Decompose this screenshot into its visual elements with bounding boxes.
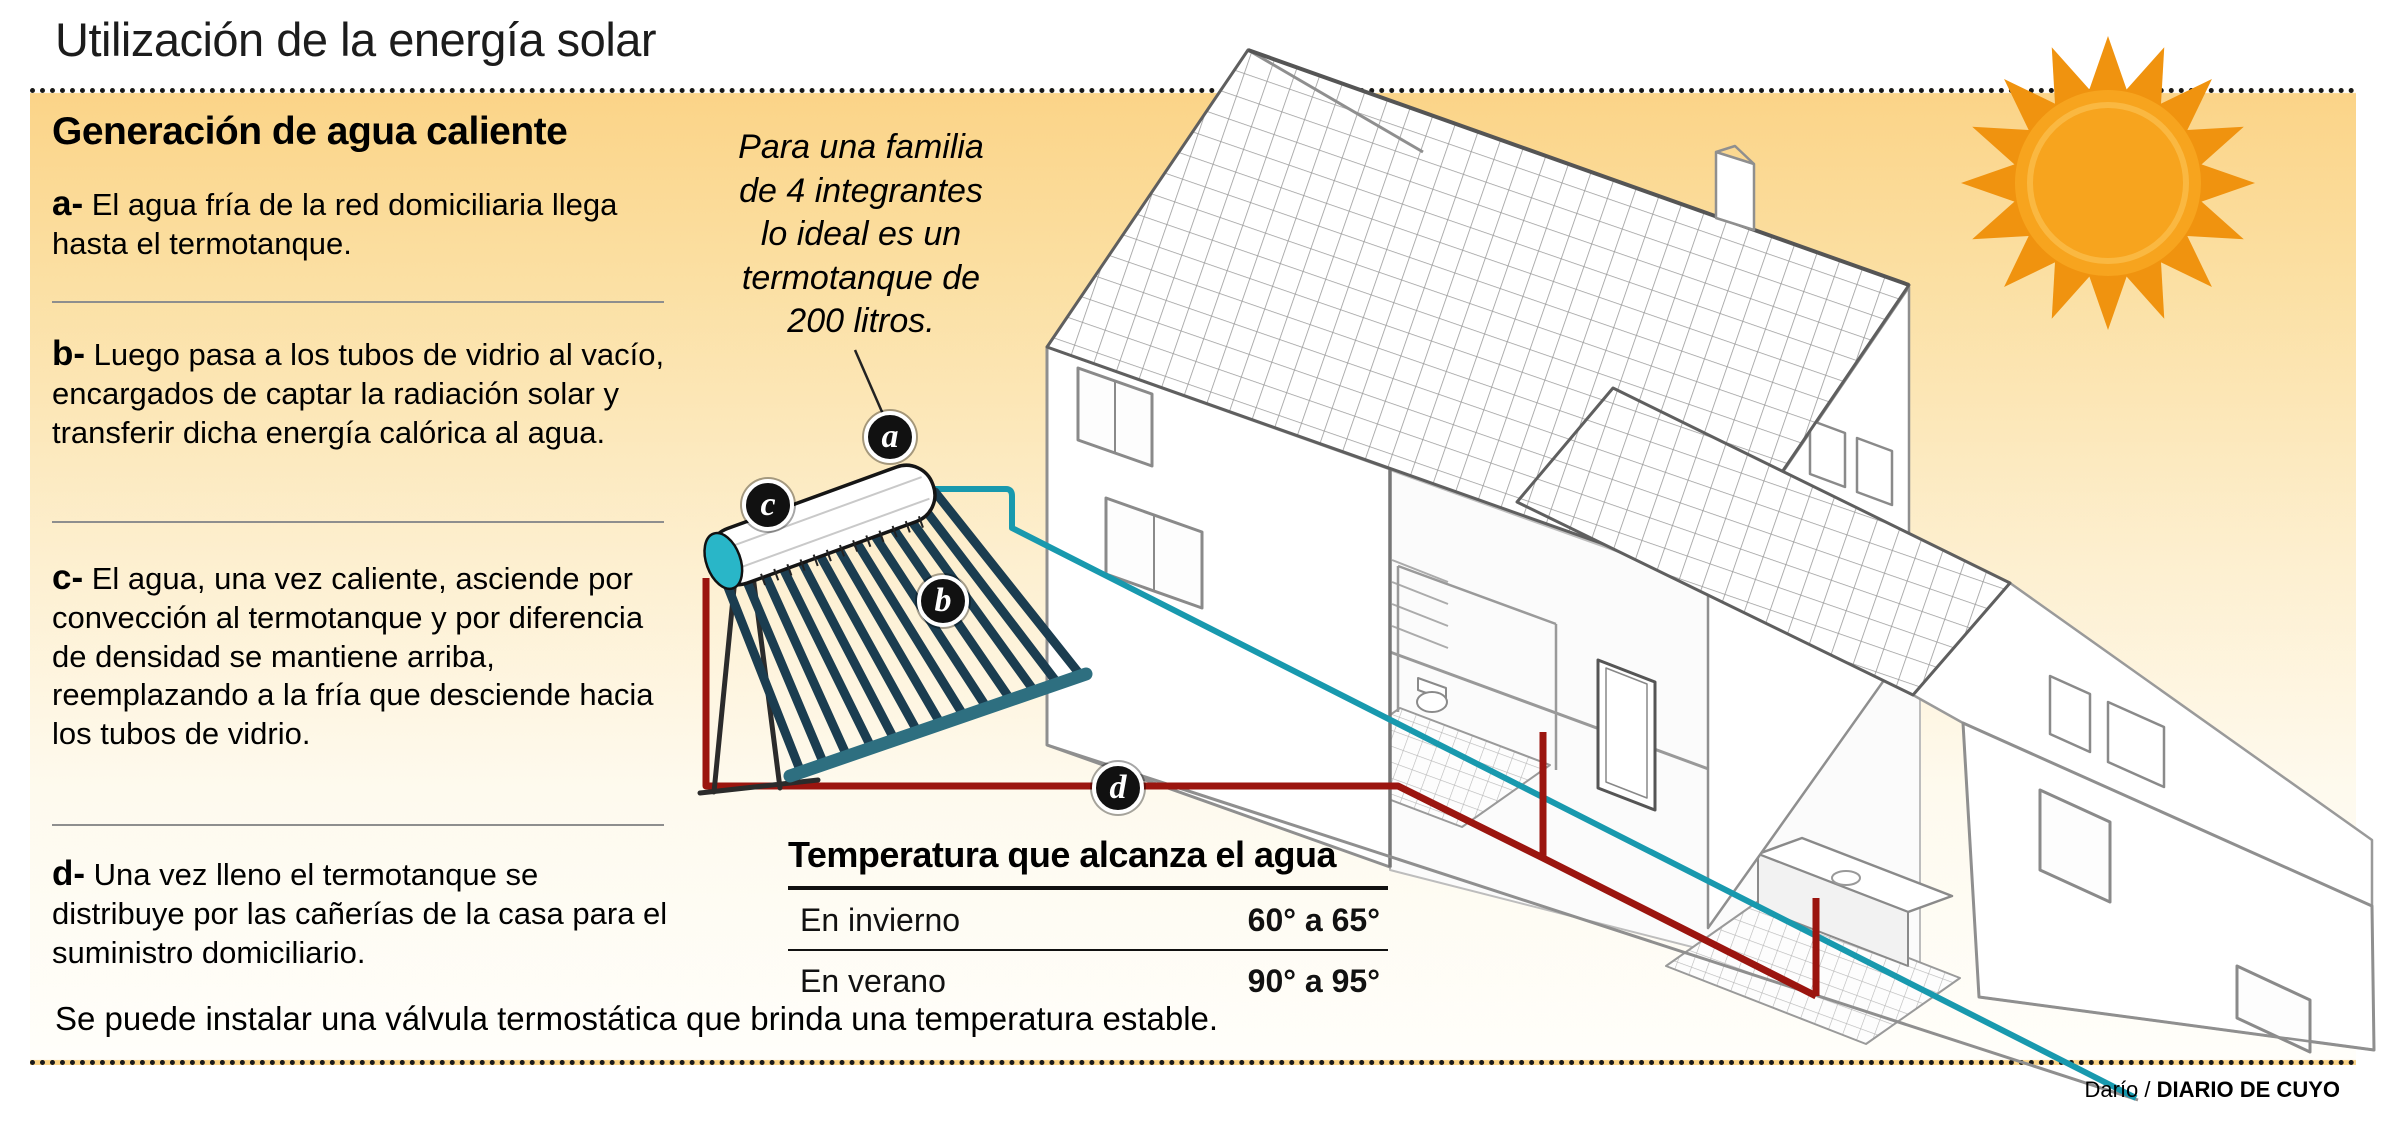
stairs-icon [1391,559,1449,649]
info-item-a: a- El agua fría de la red domiciliaria l… [52,182,672,264]
capacity-note-line: lo ideal es un [760,215,962,254]
row-label: En verano [800,963,946,999]
cold-water-pipe [932,486,2138,1101]
footnote: Se puede instalar una válvula termostáti… [55,1000,1219,1037]
house-base-edge [1046,743,2139,1102]
capacity-note-line: Para una familia [738,128,984,166]
item-letter: d- [52,854,86,893]
capacity-note-line: de 4 integrantes [739,171,983,210]
step-badge-d: d [1092,762,1144,814]
row-value: 60° a 65° [1247,902,1380,938]
divider [52,301,664,303]
window [2106,700,2166,789]
storage-tank [703,463,937,591]
info-item-d: d- Una vez lleno el termotanque se distr… [52,852,672,972]
item-text: El agua, una vez caliente, asciende por … [52,561,654,751]
credit-author: Darío / [2084,1077,2157,1102]
collector-rail [783,667,1093,783]
item-text: Luego pasa a los tubos de vidrio al vací… [52,337,665,450]
credit-source: DIARIO DE CUYO [2156,1077,2340,1102]
credit: Darío / DIARIO DE CUYO [2085,1077,2341,1103]
window [2235,964,2312,1054]
door-icon [1596,658,1657,812]
step-badge-a: a [864,411,916,463]
info-item-c: c- El agua, una vez caliente, asciende p… [52,556,672,753]
step-badge-b: b [917,575,969,627]
table-row: En verano 90° a 95° [788,949,1388,1010]
temperature-table: Temperatura que alcanza el agua En invie… [788,834,1388,1010]
page-title: Utilización de la energía solar [55,13,657,66]
item-text: El agua fría de la red domiciliaria lleg… [52,187,618,262]
house-illustration [1045,48,2376,1102]
window [2038,788,2112,904]
tank-cap [703,531,744,591]
step-badge-c: c [742,479,794,531]
table-title: Temperatura que alcanza el agua [788,834,1388,890]
divider [52,521,664,523]
roof-ridge [1247,48,1910,287]
capacity-note-line: 200 litros. [787,302,935,341]
hot-water-pipe [702,578,1820,1000]
toilet-icon [1416,691,1448,713]
row-value: 90° a 95° [1247,963,1380,999]
sink-icon [1831,870,1861,886]
window [2048,674,2092,754]
item-letter: c- [52,558,84,597]
wing-roof [1515,386,2012,697]
section-heading: Generación de agua caliente [52,110,568,153]
sun-icon [1961,36,2255,330]
item-letter: b- [52,334,86,373]
row-label: En invierno [800,902,961,938]
item-letter: a- [52,184,84,223]
window [1808,418,1847,489]
chimney-icon [1714,144,1756,232]
item-text: Una vez lleno el termotanque se distribu… [52,857,668,970]
capacity-note-line: termotanque de [741,258,981,297]
table-row: En invierno 60° a 65° [788,890,1388,949]
info-item-b: b- Luego pasa a los tubos de vidrio al v… [52,332,672,452]
divider [52,824,664,826]
window [1855,436,1894,507]
capacity-note: Para una familia de 4 integrantes lo ide… [688,126,1034,344]
